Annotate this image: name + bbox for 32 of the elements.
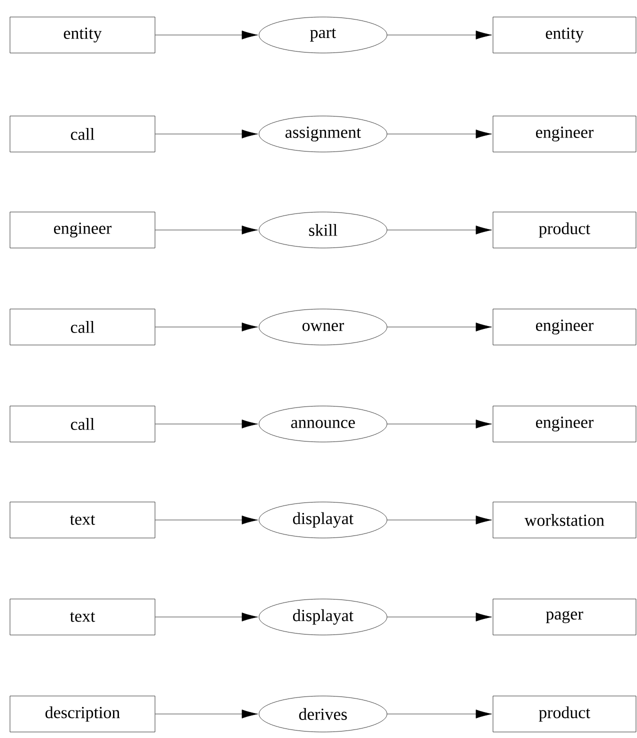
arrow [387, 420, 492, 428]
arrow [387, 30, 492, 40]
entity-box: entity [492, 16, 636, 54]
arrow [155, 612, 258, 622]
arrow [155, 226, 258, 234]
entity-box: engineer [492, 116, 636, 152]
arrow [155, 710, 258, 718]
arrow [155, 30, 258, 40]
entity-box: engineer [492, 406, 636, 442]
entity-box: workstation [492, 502, 636, 538]
entity-box: text [10, 598, 156, 636]
arrow [387, 322, 492, 332]
arrow [155, 420, 258, 428]
entity-box: description [10, 696, 156, 732]
entity-box: engineer [492, 308, 636, 346]
entity-box: call [10, 116, 156, 152]
entity-box: call [10, 406, 156, 442]
arrow [387, 226, 492, 234]
entity-box: entity [10, 16, 156, 54]
entity-box: product [492, 212, 636, 248]
arrow [155, 516, 258, 524]
arrow [155, 130, 258, 138]
entity-box: product [492, 696, 636, 732]
arrow [387, 710, 492, 718]
entity-box: engineer [10, 212, 156, 248]
arrow [387, 516, 492, 524]
entity-box: pager [492, 598, 636, 636]
entity-box: text [10, 502, 156, 538]
arrow [155, 322, 258, 332]
arrow [387, 612, 492, 622]
arrow [387, 130, 492, 138]
entity-box: call [10, 308, 156, 346]
